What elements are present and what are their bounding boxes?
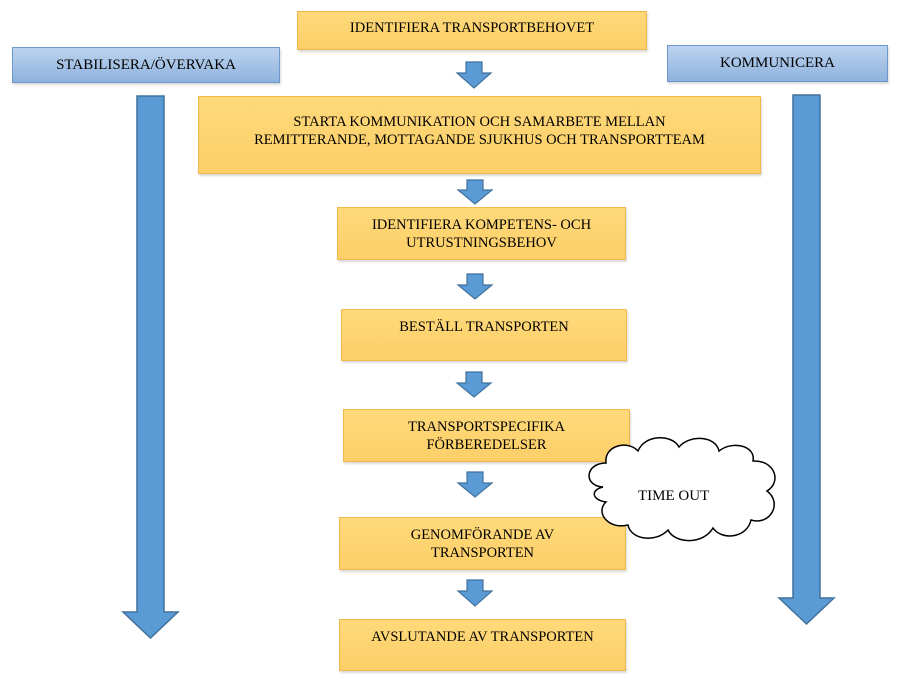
step-complete-transport: AVSLUTANDE AV TRANSPORTEN [339, 619, 626, 671]
down-arrow-4 [455, 371, 493, 398]
step-identify-transport-need: IDENTIFIERA TRANSPORTBEHOVET [297, 11, 647, 50]
step-1-line-1: IDENTIFIERA TRANSPORTBEHOVET [349, 20, 595, 36]
left-stabilize-arrow [121, 95, 180, 640]
step-order-transport: BESTÄLL TRANSPORTEN [341, 309, 627, 361]
step-5-line-1: TRANSPORTSPECIFIKA [407, 419, 566, 435]
right-communicate-arrow [777, 94, 836, 626]
step-transport-preparations: TRANSPORTSPECIFIKA FÖRBEREDELSER [343, 409, 630, 462]
step-identify-competence: IDENTIFIERA KOMPETENS- OCH UTRUSTNINGSBE… [337, 207, 626, 260]
step-3-line-1: IDENTIFIERA KOMPETENS- OCH [371, 217, 592, 233]
step-perform-transport: GENOMFÖRANDE AV TRANSPORTEN [339, 517, 626, 570]
step-6-line-2: TRANSPORTEN [430, 545, 535, 561]
side-label-stabilize-text: STABILISERA/ÖVERVAKA [56, 56, 236, 73]
side-label-communicate-text: KOMMUNICERA [719, 55, 835, 71]
down-arrow-5 [456, 471, 494, 498]
step-5-line-2: FÖRBEREDELSER [426, 437, 547, 453]
step-start-communication: STARTA KOMMUNIKATION OCH SAMARBETE MELLA… [198, 96, 761, 174]
time-out-cloud [588, 437, 776, 542]
step-6-line-1: GENOMFÖRANDE AV [410, 527, 555, 543]
down-arrow-2 [456, 179, 494, 205]
step-7-line-1: AVSLUTANDE AV TRANSPORTEN [371, 629, 594, 645]
step-2-line-2: REMITTERANDE, MOTTAGANDE SJUKHUS OCH TRA… [254, 132, 705, 148]
down-arrow-3 [456, 273, 494, 300]
step-4-line-1: BESTÄLL TRANSPORTEN [399, 319, 569, 335]
side-label-stabilize: STABILISERA/ÖVERVAKA [12, 47, 280, 83]
down-arrow-6 [456, 579, 494, 607]
time-out-label: TIME OUT [638, 488, 710, 504]
side-label-communicate: KOMMUNICERA [667, 45, 888, 82]
step-3-line-2: UTRUSTNINGSBEHOV [406, 235, 557, 251]
step-2-line-1: STARTA KOMMUNIKATION OCH SAMARBETE MELLA… [293, 114, 666, 130]
down-arrow-1 [455, 61, 493, 89]
